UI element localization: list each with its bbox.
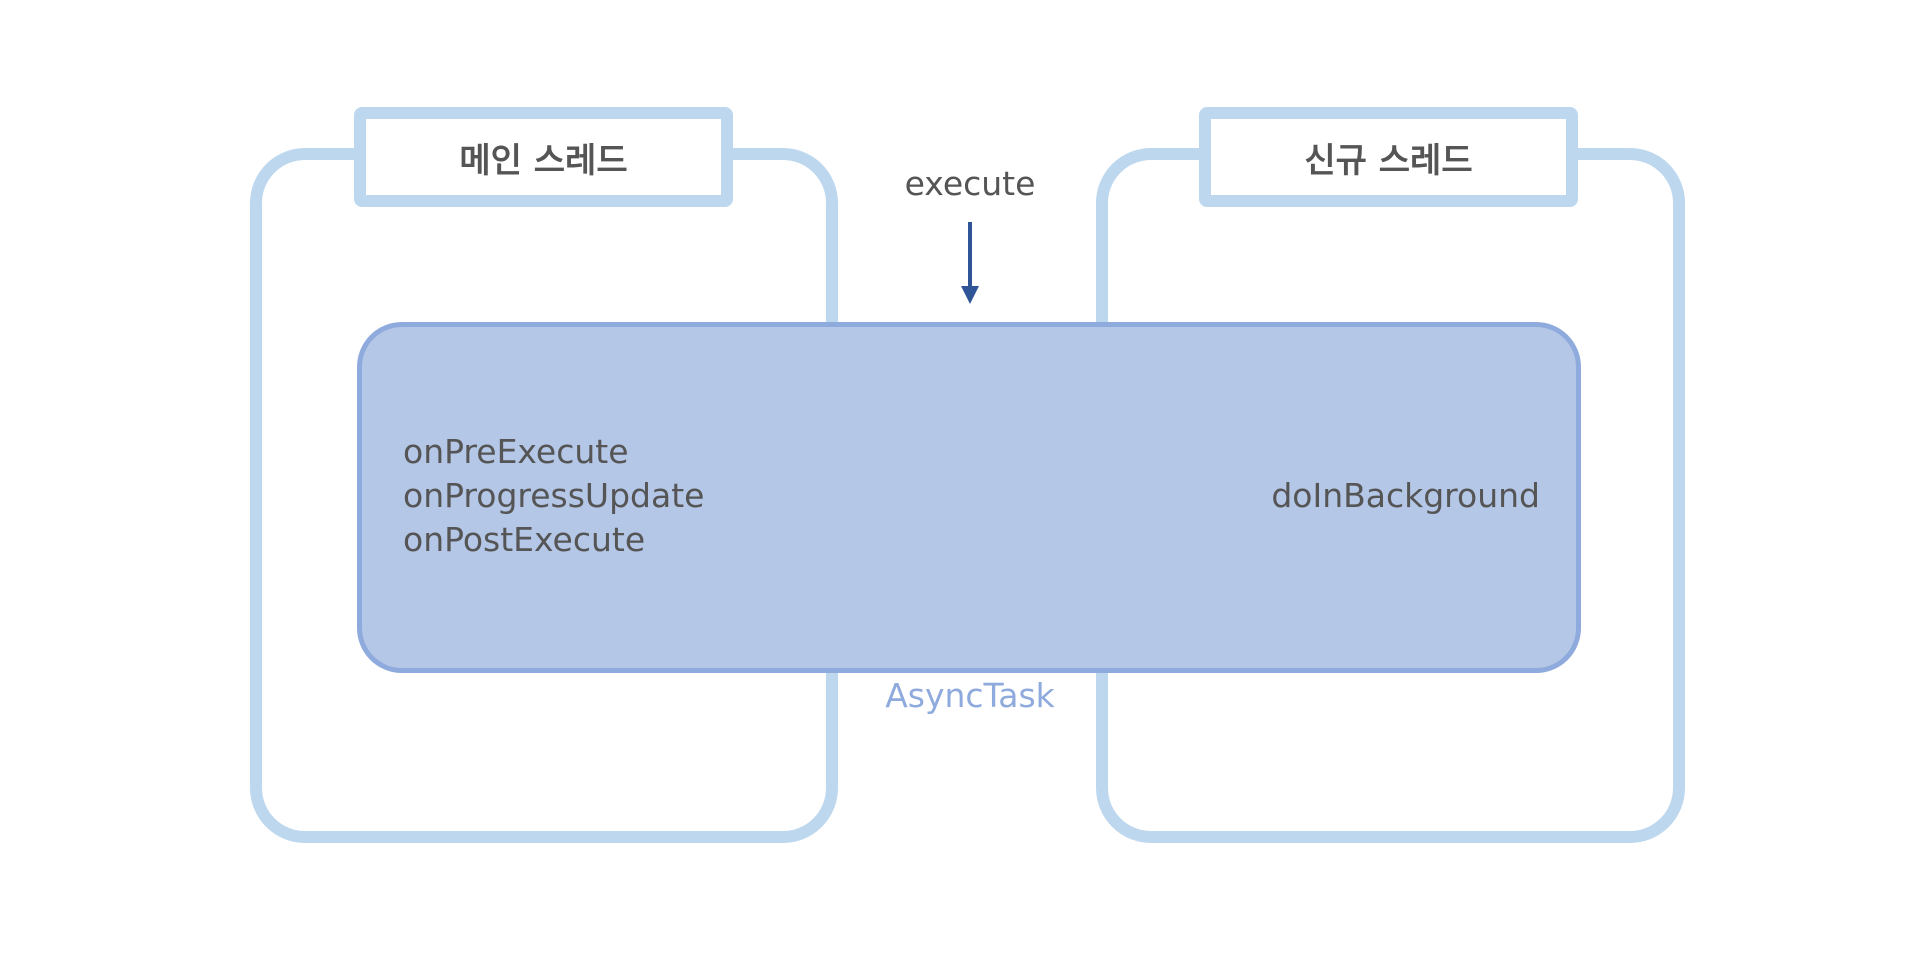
method-on-pre-execute: onPreExecute (403, 432, 629, 471)
method-do-in-background: doInBackground (1271, 476, 1540, 515)
method-on-post-execute: onPostExecute (403, 520, 646, 559)
execute-label: execute (904, 164, 1036, 203)
main-thread-title-text: 메인 스레드 (459, 140, 628, 181)
main-thread-title: 메인 스레드 (354, 107, 733, 207)
new-thread-title-text: 신규 스레드 (1304, 140, 1473, 181)
async-task-box (357, 322, 1581, 673)
method-on-progress-update: onProgressUpdate (403, 476, 705, 515)
execute-arrow-icon (961, 222, 979, 304)
async-task-label: AsyncTask (885, 676, 1055, 715)
main-thread-methods: onPreExecute onProgressUpdate onPostExec… (403, 430, 704, 562)
new-thread-title: 신규 스레드 (1199, 107, 1578, 207)
